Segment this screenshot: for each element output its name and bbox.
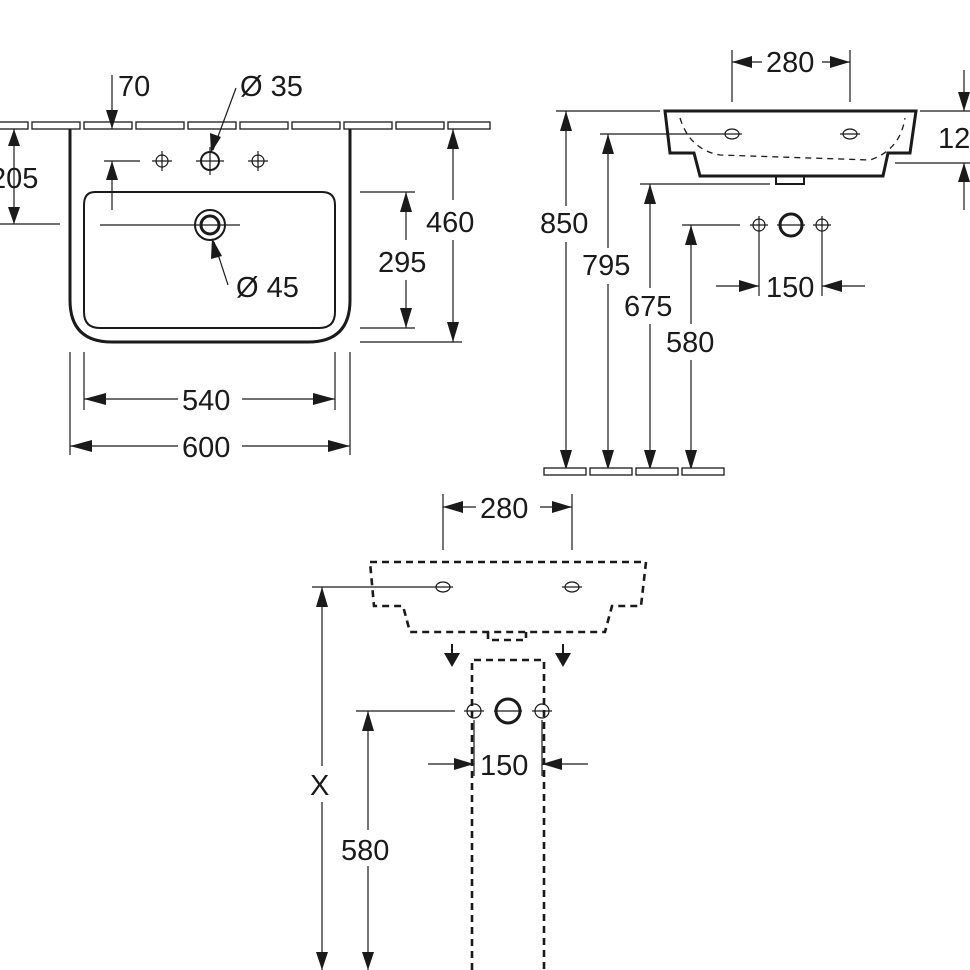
dimension-arrow-icon [328,440,350,452]
dimension-arrow-icon [8,129,20,146]
dimension-arrow-icon [400,192,412,212]
supply-connection-icon [464,697,552,725]
dimension-arrow-icon [685,450,697,470]
dimension-arrow-icon [739,280,759,292]
dimension-arrow-icon [644,450,656,470]
dimension-arrow-icon [602,450,614,470]
dimension-arrow-icon [211,238,222,259]
tap-hole-cross-icon [152,151,172,171]
waste-outlet-icon [100,209,240,241]
dimension-arrow-icon [316,587,328,607]
dim-bowl-bottom-height: 675 [624,291,672,323]
dimension-arrow-icon [560,450,572,470]
dimension-arrow-icon [444,653,460,667]
side-view: 280 12 850 795 675 580 [540,47,970,476]
dimension-arrow-icon [555,653,571,667]
dimension-arrow-icon [454,758,474,770]
dim-side-fixing-spacing: 280 [766,47,814,79]
dim-fixing-height: 795 [582,250,630,282]
bowl-outline [83,191,336,329]
dimension-arrow-icon [958,163,970,182]
basin-outline [68,129,352,344]
dim-waste-hole: Ø 45 [236,272,299,304]
wall-tiles [0,121,491,130]
fixing-hole-icon [562,581,582,593]
dimension-arrow-icon [362,711,374,731]
dimension-arrow-icon [84,393,106,405]
dimension-arrow-icon [685,225,697,245]
fixing-hole-icon [840,128,860,140]
tap-hole-cross-icon [248,151,268,171]
dim-bowl-depth: 295 [378,247,426,279]
dim-install-height: X [310,770,329,802]
dim-tap-hole: Ø 35 [240,71,303,103]
dimension-arrow-icon [732,56,752,68]
fixing-hole-icon [722,128,742,140]
dimension-arrow-icon [822,280,842,292]
dim-tap-offset: 70 [118,71,150,103]
side-basin-outline [663,109,918,178]
dimension-arrow-icon [362,952,374,970]
tap-hole-cross-icon [196,147,224,175]
pedestal-view: 280 150 X [310,493,648,970]
dimension-arrow-icon [447,129,459,149]
dimension-arrow-icon [316,952,328,970]
supply-connection-icon [750,212,831,238]
dim-side-supply-spacing: 150 [766,272,814,304]
dim-overall-width: 600 [182,432,230,464]
pedestal-column [470,658,546,970]
dimension-arrow-icon [8,207,20,224]
dim-rim-thickness: 12 [938,123,970,155]
dimension-arrow-icon [552,501,572,513]
dimension-arrow-icon [210,133,221,153]
dim-pedestal-waste-height: 580 [341,835,389,867]
dimension-arrow-icon [602,134,614,154]
dimension-arrow-icon [830,56,850,68]
top-view: 70 Ø 35 205 Ø 45 295 460 [0,71,491,464]
dim-pedestal-fixing-spacing: 280 [480,493,528,525]
pedestal-basin-outline [368,560,648,634]
dimension-arrow-icon [447,322,459,342]
floor-tiles [543,467,725,476]
dimension-arrow-icon [644,184,656,204]
fixing-hole-icon [433,581,453,593]
dimension-arrow-icon [106,161,118,180]
dim-tap-height: 205 [0,163,38,195]
dim-overall-depth: 460 [426,207,474,239]
dimension-arrow-icon [542,758,562,770]
dimension-arrow-icon [560,111,572,131]
dim-pedestal-supply-spacing: 150 [480,750,528,782]
dimension-arrow-icon [106,110,118,129]
dimension-arrow-icon [70,440,92,452]
dimension-arrow-icon [400,308,412,328]
dimension-arrow-icon [958,92,970,111]
dimension-arrow-icon [443,501,463,513]
dimension-arrow-icon [313,393,335,405]
dim-inner-width: 540 [182,385,230,417]
dim-waste-height: 580 [666,327,714,359]
dim-rim-height: 850 [540,208,588,240]
